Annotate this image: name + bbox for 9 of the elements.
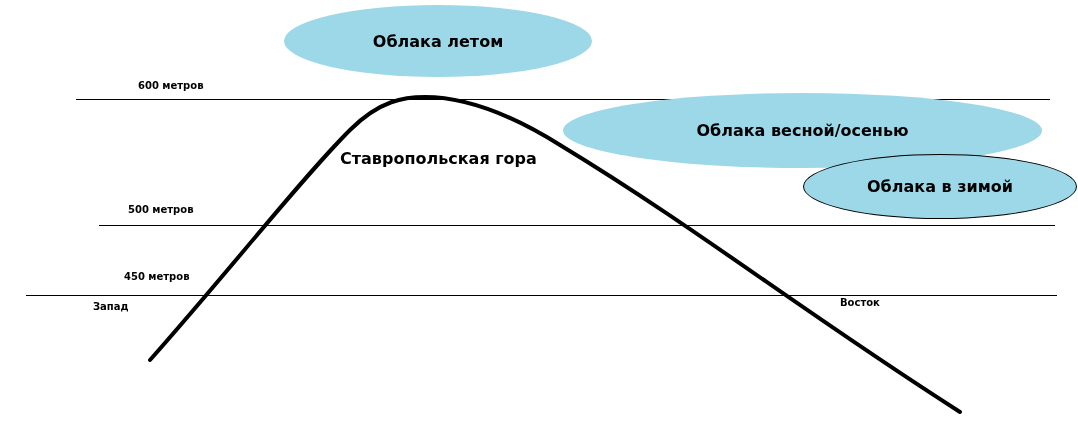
mountain-label: Ставропольская гора — [340, 149, 537, 168]
cloud-label: Облака летом — [372, 31, 504, 51]
axis-label: 500 метров — [128, 204, 194, 215]
axis-label: 600 метров — [138, 80, 204, 91]
axis-label: 450 метров — [124, 271, 190, 282]
cloud-label: Облака весной/осенью — [696, 121, 909, 140]
axis-label: Восток — [840, 297, 880, 308]
cloud-label: Облака в зимой — [867, 177, 1013, 196]
axis-label: Запад — [93, 301, 129, 312]
